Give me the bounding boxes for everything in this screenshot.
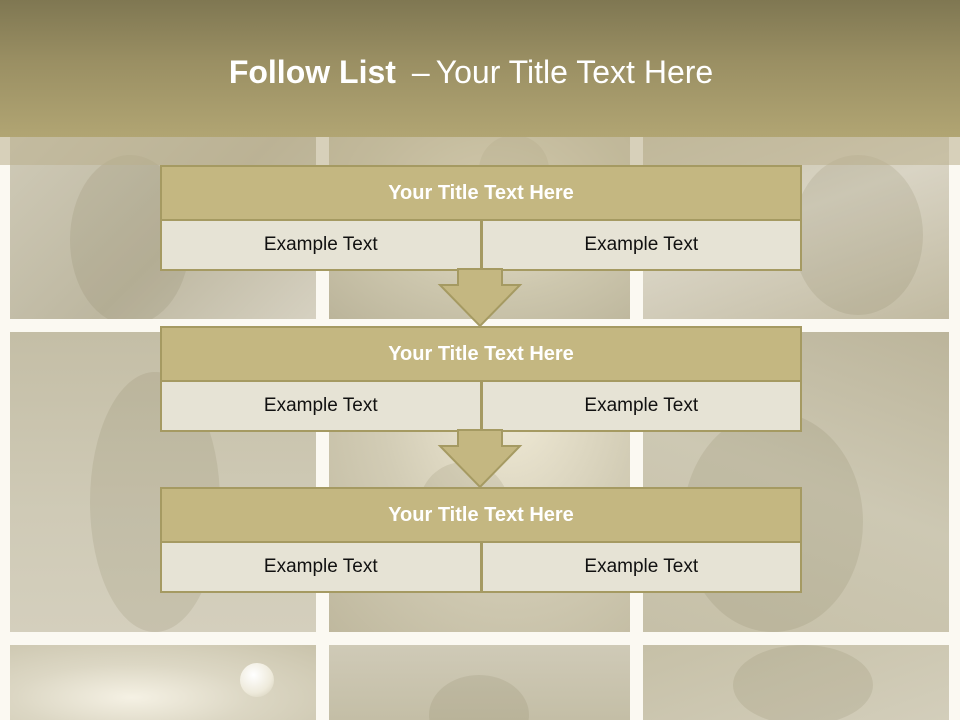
golf-ball-image [240, 663, 274, 697]
photo-tile [329, 645, 630, 720]
block-title: Your Title Text Here [160, 326, 802, 382]
list-block-3: Your Title Text Here Example Text Exampl… [160, 487, 802, 593]
block-title: Your Title Text Here [160, 165, 802, 221]
slide-title: Follow List–Your Title Text Here [0, 54, 942, 91]
block-row: Example Text Example Text [160, 543, 802, 593]
block-title: Your Title Text Here [160, 487, 802, 543]
slide-header: Follow List–Your Title Text Here [0, 0, 960, 137]
photo-tile [10, 645, 316, 720]
list-block-1: Your Title Text Here Example Text Exampl… [160, 165, 802, 271]
header-strip [0, 137, 960, 165]
block-cell-left: Example Text [160, 221, 482, 271]
down-arrow-icon [437, 429, 523, 489]
block-row: Example Text Example Text [160, 221, 802, 271]
list-block-2: Your Title Text Here Example Text Exampl… [160, 326, 802, 432]
slide-title-rest: Your Title Text Here [435, 54, 714, 90]
down-arrow-icon [437, 268, 523, 328]
block-row: Example Text Example Text [160, 382, 802, 432]
block-cell-right: Example Text [481, 382, 802, 432]
photo-tile [643, 645, 949, 720]
title-separator: – [411, 54, 430, 90]
block-cell-right: Example Text [481, 221, 802, 271]
block-cell-left: Example Text [160, 543, 482, 593]
block-cell-right: Example Text [481, 543, 802, 593]
slide-title-bold: Follow List [228, 54, 396, 90]
block-cell-left: Example Text [160, 382, 482, 432]
